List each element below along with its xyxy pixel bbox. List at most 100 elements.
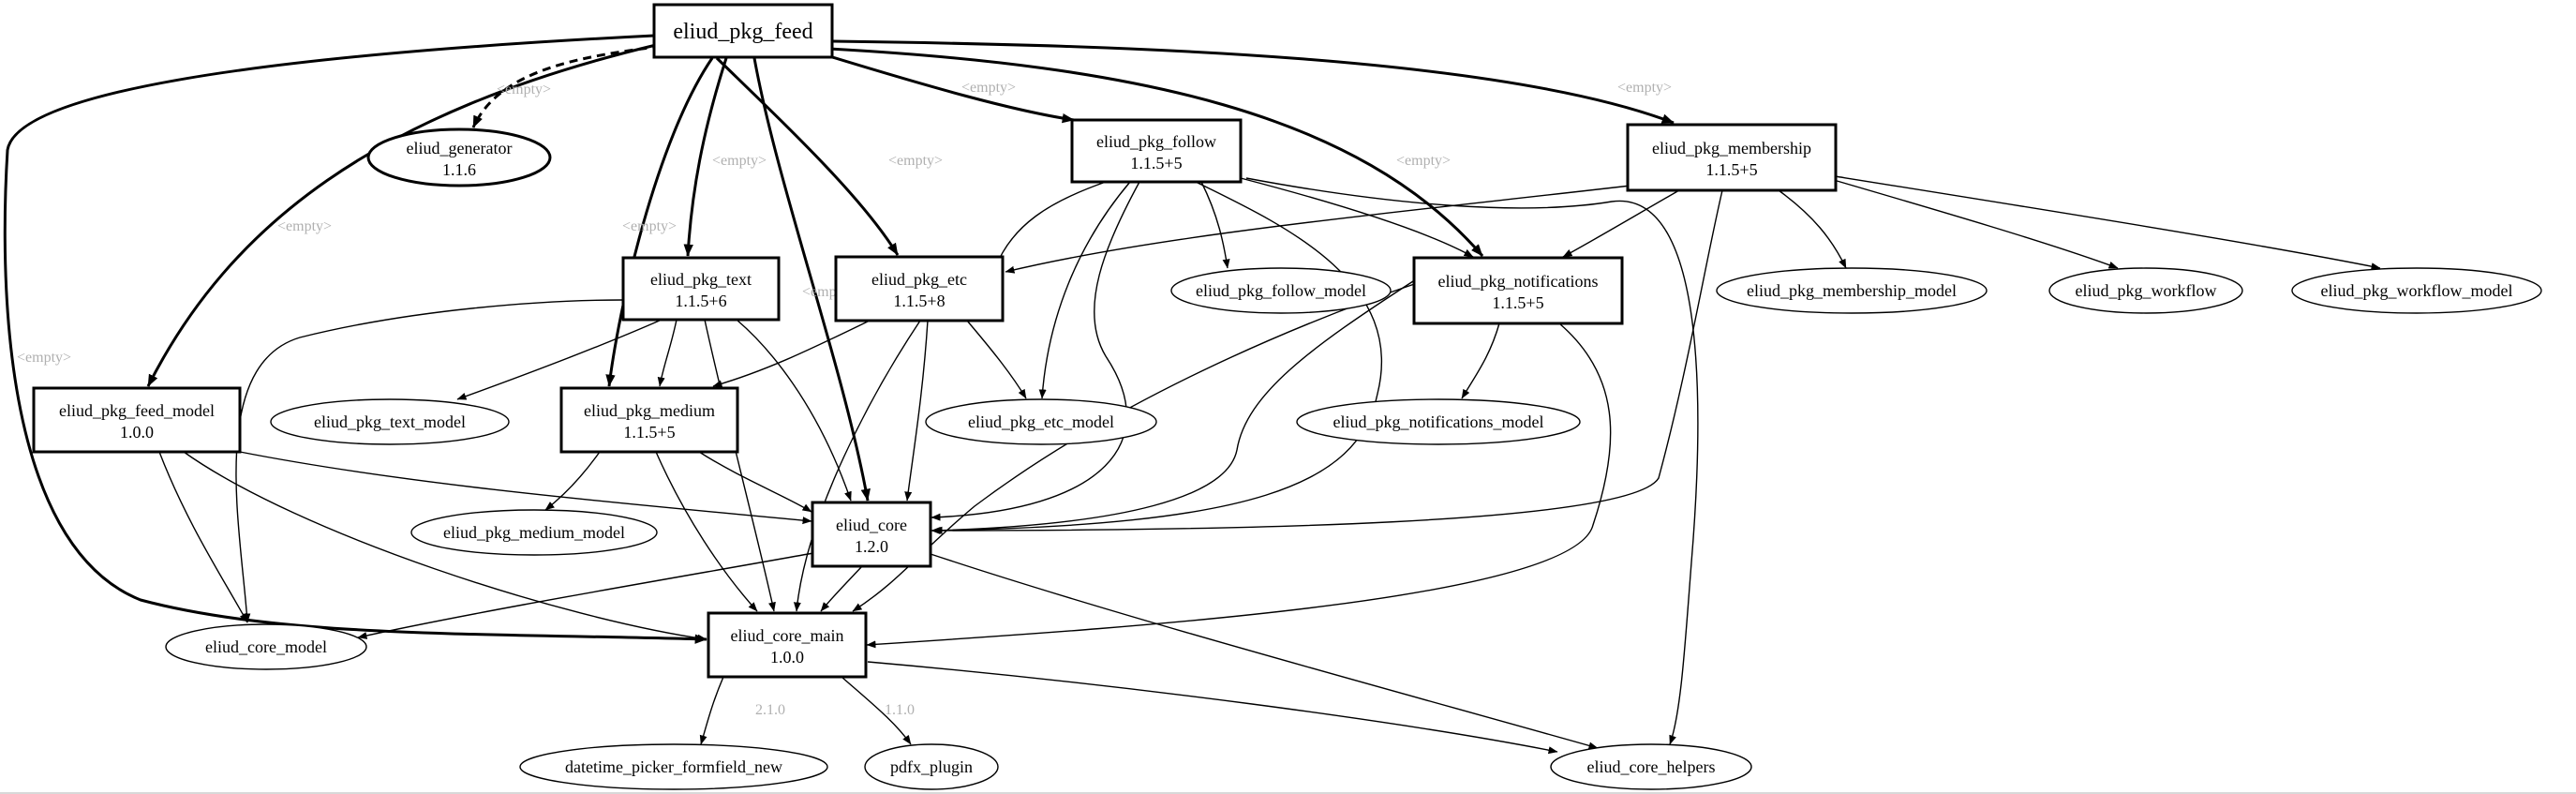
edge-follow-to-notifications bbox=[1240, 177, 1474, 258]
edge-membership-to-workflow_model bbox=[1834, 175, 2381, 271]
node-follow-label: eliud_pkg_follow bbox=[1096, 132, 1216, 151]
node-core-label: eliud_core bbox=[836, 516, 907, 534]
edge-feed-to-notifications bbox=[828, 47, 1484, 257]
edge-label-feed-to-core_main: <empty> bbox=[17, 350, 71, 366]
edge-label-feed-to-follow: <empty> bbox=[961, 80, 1016, 96]
node-notifications-label: eliud_pkg_notifications bbox=[1438, 272, 1599, 291]
node-medium_model-label: eliud_pkg_medium_model bbox=[443, 523, 625, 542]
node-follow_model-label: eliud_pkg_follow_model bbox=[1196, 281, 1366, 300]
edge-core-to-core_helpers bbox=[927, 552, 1599, 750]
node-etc-version: 1.1.5+8 bbox=[893, 292, 945, 310]
node-membership_model-shape bbox=[1716, 267, 1988, 314]
edge-label-core_main-to-datetime: 2.1.0 bbox=[755, 702, 785, 718]
node-core_model: eliud_core_model bbox=[165, 623, 367, 670]
node-workflow: eliud_pkg_workflow bbox=[2048, 267, 2243, 314]
node-core_model-shape bbox=[165, 623, 367, 670]
edge-follow-to-core bbox=[931, 181, 1140, 521]
node-etc_model: eliud_pkg_etc_model bbox=[925, 398, 1157, 445]
edge-feed_model-to-core bbox=[239, 451, 812, 525]
edge-membership-to-core bbox=[931, 189, 1723, 534]
page-bottom-rule bbox=[0, 792, 2576, 794]
edge-feed-to-etc bbox=[715, 56, 900, 256]
node-text_model-shape bbox=[270, 398, 510, 445]
node-datetime: datetime_picker_formfield_new bbox=[519, 743, 828, 790]
node-core-version: 1.2.0 bbox=[855, 537, 888, 556]
node-follow_model-shape bbox=[1170, 267, 1392, 314]
node-core_main: eliud_core_main 1.0.0 bbox=[707, 611, 868, 679]
node-workflow_model-shape bbox=[2291, 267, 2542, 314]
edge-notifications-to-notifications_model bbox=[1461, 322, 1500, 399]
edge-follow-to-follow_model bbox=[1200, 181, 1230, 269]
node-pdfx: pdfx_plugin bbox=[864, 743, 999, 790]
node-notifications_model-label: eliud_pkg_notifications_model bbox=[1333, 412, 1544, 431]
node-membership-shape bbox=[1626, 123, 1838, 192]
node-core_model-label: eliud_core_model bbox=[205, 637, 327, 656]
node-medium_model: eliud_pkg_medium_model bbox=[410, 509, 658, 556]
edge-label-feed-to-etc: <empty> bbox=[888, 153, 943, 169]
node-medium-version: 1.1.5+5 bbox=[623, 423, 675, 442]
edge-medium-to-medium_model bbox=[544, 451, 601, 511]
edge-membership-to-etc bbox=[1005, 185, 1631, 274]
edge-label-feed-to-feed_model: <empty> bbox=[277, 218, 332, 234]
edge-etc-to-medium bbox=[712, 320, 871, 388]
node-pdfx-label: pdfx_plugin bbox=[890, 757, 973, 776]
edge-etc-to-etc_model bbox=[966, 320, 1027, 399]
node-etc_model-label: eliud_pkg_etc_model bbox=[968, 412, 1114, 431]
node-medium-label: eliud_pkg_medium bbox=[584, 401, 715, 420]
edge-core_main-to-pdfx bbox=[841, 676, 912, 745]
node-workflow-shape bbox=[2048, 267, 2243, 314]
node-core: eliud_core 1.2.0 bbox=[811, 501, 932, 568]
node-core_main-label: eliud_core_main bbox=[731, 626, 844, 645]
node-generator-label: eliud_generator bbox=[407, 139, 513, 157]
edge-feed-to-text bbox=[683, 57, 728, 257]
node-core_helpers: eliud_core_helpers bbox=[1550, 743, 1752, 790]
node-notifications_model: eliud_pkg_notifications_model bbox=[1296, 398, 1581, 445]
node-core_helpers-shape bbox=[1550, 743, 1752, 790]
edge-membership-to-membership_model bbox=[1778, 189, 1847, 269]
edge-feed_model-to-core_main bbox=[183, 451, 707, 642]
node-workflow_model-label: eliud_pkg_workflow_model bbox=[2321, 281, 2513, 300]
node-follow_model: eliud_pkg_follow_model bbox=[1170, 267, 1392, 314]
node-workflow_model: eliud_pkg_workflow_model bbox=[2291, 267, 2542, 314]
edge-core_main-to-core_helpers bbox=[867, 661, 1558, 755]
node-etc-label: eliud_pkg_etc bbox=[871, 270, 967, 289]
node-workflow-label: eliud_pkg_workflow bbox=[2076, 281, 2217, 300]
edge-label-feed-to-notifications: <empty> bbox=[1396, 153, 1451, 169]
edge-feed-to-core_main bbox=[3, 34, 707, 644]
edge-feed-to-membership bbox=[828, 39, 1675, 125]
node-etc-shape bbox=[834, 255, 1005, 322]
node-text-version: 1.1.5+6 bbox=[675, 292, 726, 310]
node-core_main-version: 1.0.0 bbox=[770, 648, 804, 667]
node-etc: eliud_pkg_etc 1.1.5+8 bbox=[834, 255, 1005, 322]
node-pdfx-shape bbox=[864, 743, 999, 790]
node-feed-shape bbox=[652, 3, 834, 59]
node-generator: eliud_generator 1.1.6 bbox=[366, 127, 552, 187]
edge-label-feed-to-text: <empty> bbox=[712, 153, 767, 169]
node-core_main-shape bbox=[707, 611, 868, 679]
edge-follow-to-core_helpers bbox=[1245, 177, 1699, 745]
edge-label-feed-to-medium: <empty> bbox=[622, 218, 677, 234]
edge-follow-to-core bbox=[932, 181, 1383, 534]
node-core_helpers-label: eliud_core_helpers bbox=[1587, 757, 1716, 776]
node-notifications_model-shape bbox=[1296, 398, 1581, 445]
edge-notifications-to-core_main bbox=[852, 280, 1423, 612]
node-datetime-label: datetime_picker_formfield_new bbox=[565, 757, 782, 776]
edge-text-to-medium bbox=[657, 319, 678, 387]
node-text_model: eliud_pkg_text_model bbox=[270, 398, 510, 445]
nodes-layer: eliud_pkg_feedeliud_generator1.1.6eliud_… bbox=[32, 3, 2542, 790]
node-core-shape bbox=[811, 501, 932, 568]
node-text_model-label: eliud_pkg_text_model bbox=[314, 412, 466, 431]
edge-notifications-to-core bbox=[932, 280, 1414, 534]
node-membership-label: eliud_pkg_membership bbox=[1652, 139, 1811, 157]
edge-feed-to-generator bbox=[471, 41, 690, 128]
node-feed-label: eliud_pkg_feed bbox=[673, 20, 812, 44]
node-follow-shape bbox=[1070, 118, 1243, 184]
node-membership_model: eliud_pkg_membership_model bbox=[1716, 267, 1988, 314]
edge-core-to-core_main bbox=[820, 565, 863, 612]
node-feed_model-version: 1.0.0 bbox=[120, 423, 154, 442]
edge-medium-to-core bbox=[698, 451, 812, 513]
edge-text-to-text_model bbox=[456, 319, 663, 400]
node-generator-version: 1.1.6 bbox=[442, 160, 476, 179]
